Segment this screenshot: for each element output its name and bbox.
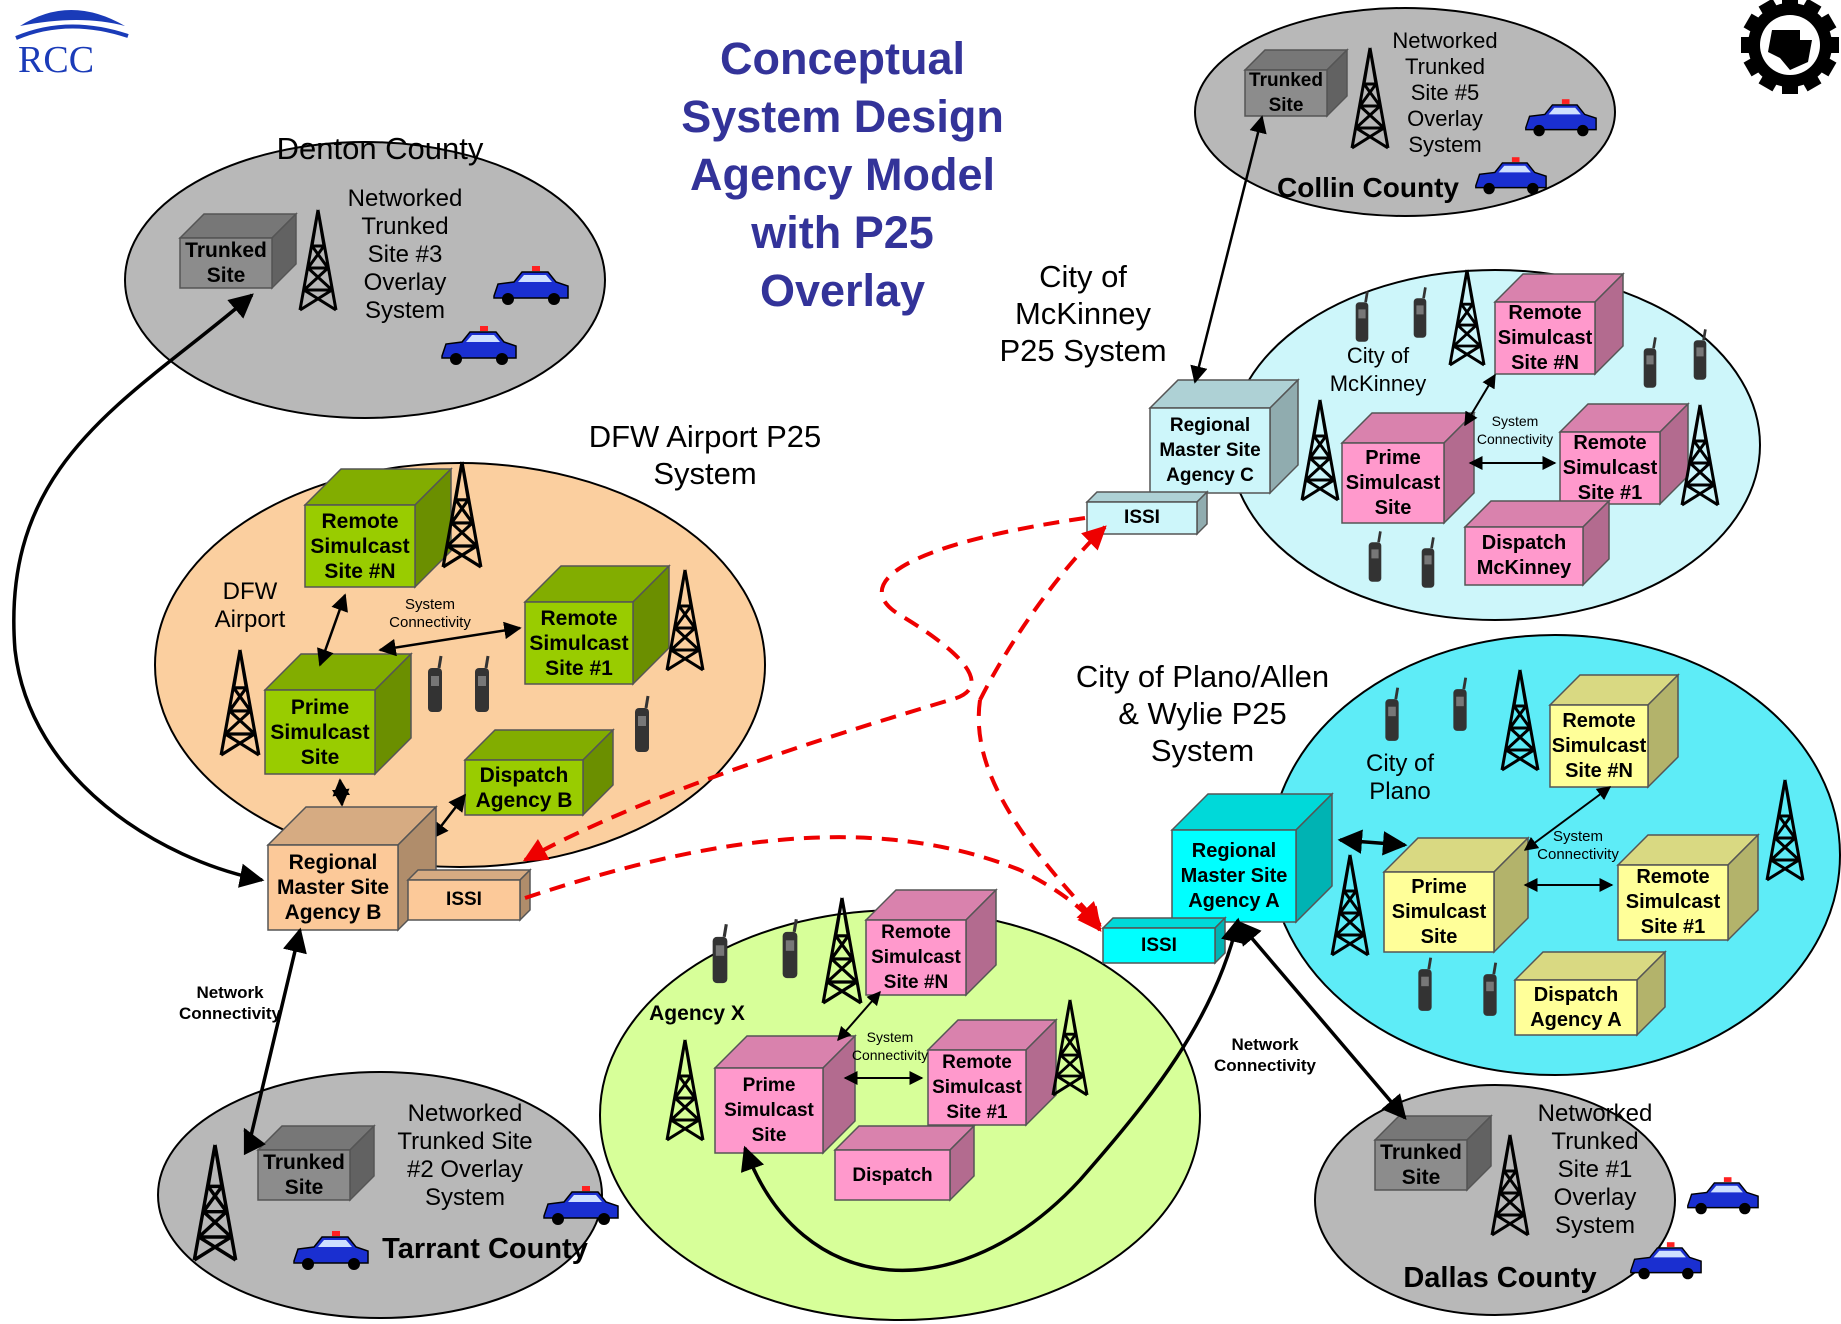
mckinney-area-label: City of McKinney — [1329, 343, 1427, 396]
denton-trunked-site-label: Trunked Site — [185, 239, 267, 287]
mckinney-regional-master — [1148, 378, 1300, 495]
tarrant-county-label: Tarrant County — [382, 1233, 588, 1265]
issi-link-mckinney-plano — [976, 699, 1102, 927]
plano-master-to-dallas-link — [1236, 920, 1407, 1120]
collin-county-label: Collin County — [1277, 172, 1459, 203]
plano-dispatch-label: Dispatch Agency A — [1530, 983, 1622, 1031]
mckinney-dispatch-label: Dispatch McKinney — [1476, 532, 1572, 579]
mckinney-link-remoten-prime — [1464, 373, 1496, 427]
plano-prime-site — [1382, 836, 1530, 954]
dallas-police-car-icon — [1687, 1176, 1759, 1215]
plano-link-master-prime — [1337, 829, 1408, 856]
denton-county-label: Denton County — [276, 131, 484, 166]
collin-to-mckinney-master-link — [1190, 115, 1267, 384]
mckinney-connectivity-label: System Connectivity — [1476, 413, 1554, 447]
mckinney-issi-label: ISSI — [1124, 507, 1160, 528]
mckinney-remote-site-1 — [1558, 402, 1690, 506]
collin-trunked-site — [1243, 48, 1349, 118]
plano-remote-site-n-label: Remote Simulcast Site #N — [1551, 709, 1647, 782]
plano-remote-site-1-label: Remote Simulcast Site #1 — [1625, 866, 1721, 938]
denton-site-text: Networked Trunked Site #3 Overlay System — [347, 185, 463, 324]
mckinney-remote-site-n — [1493, 272, 1625, 376]
dfw-regional-master — [266, 805, 438, 932]
plano-dispatch — [1513, 950, 1667, 1037]
dallas-county-label: Dallas County — [1403, 1262, 1597, 1294]
collin-site-text: Networked Trunked Site #5 Overlay System — [1392, 28, 1498, 157]
plano-regional-master-label: Regional Master Site Agency A — [1180, 839, 1288, 912]
agencyx-connectivity-label: System Connectivity — [851, 1029, 929, 1063]
dfw-remote-site-n-label: Remote Simulcast Site #N — [310, 509, 410, 583]
mckinney-prime-site — [1340, 411, 1476, 525]
agencyx-dispatch-label: Dispatch — [852, 1164, 933, 1186]
texas-state-seal-icon — [1741, 0, 1839, 94]
plano-heading: City of Plano/Allen & Wylie P25 System — [1075, 659, 1330, 768]
dfw-dispatch-label: Dispatch Agency B — [475, 763, 573, 812]
mckinney-regional-master-label: Regional Master Site Agency C — [1159, 415, 1261, 486]
dfw-remote-site-1-label: Remote Simulcast Site #1 — [529, 606, 629, 680]
dfw-heading: DFW Airport P25 System — [588, 419, 822, 491]
plano-link-remoten-prime — [1523, 786, 1612, 851]
agencyx-remote-site-n-label: Remote Simulcast Site #N — [871, 922, 961, 993]
mckinney-remote-site-1-label: Remote Simulcast Site #1 — [1562, 431, 1658, 504]
dfw-link-prime-remote1 — [378, 621, 522, 657]
dallas-site-text: Networked Trunked Site #1 Overlay System — [1537, 1100, 1653, 1239]
agencyx-radio-1 — [711, 922, 729, 985]
dallas-trunked-site — [1373, 1114, 1493, 1192]
dfw-area-label: DFW Airport — [214, 578, 286, 633]
denton-to-dfw-master-link — [12, 293, 265, 888]
issi-link-mckinney-dfw — [522, 516, 1086, 862]
mckinney-heading: City of McKinney P25 System — [999, 259, 1167, 368]
dfw-issi-label: ISSI — [446, 889, 482, 910]
mckinney-prime-site-label: Prime Simulcast Site — [1345, 446, 1441, 519]
dfw-link-remoten-prime — [317, 593, 348, 667]
dfw-remote-site-n — [303, 467, 453, 589]
plano-connectivity-label: System Connectivity — [1537, 828, 1619, 863]
dfw-dispatch — [463, 728, 615, 817]
network-connectivity-right-label: Network Connectivity — [1213, 1035, 1317, 1075]
agencyx-area-label: Agency X — [649, 1002, 745, 1025]
issi-link-dfw-plano — [524, 835, 1102, 932]
issi-link-to-mckinney — [978, 525, 1107, 701]
dfw-remote-site-1 — [523, 564, 671, 686]
denton-trunked-site — [178, 212, 298, 290]
agencyx-remote-site-1-label: Remote Simulcast Site #1 — [932, 1052, 1022, 1123]
diagram-title: Conceptual System Design Agency Model wi… — [681, 33, 1004, 316]
mckinney-remote-site-n-label: Remote Simulcast Site #N — [1497, 301, 1593, 374]
dfw-regional-master-label: Regional Master Site Agency B — [276, 851, 390, 924]
tarrant-trunked-site-label: Trunked Site — [263, 1151, 345, 1199]
dallas-trunked-site-label: Trunked Site — [1380, 1141, 1462, 1189]
dfw-connectivity-label: System Connectivity — [389, 596, 471, 631]
collin-trunked-site-label: Trunked Site — [1249, 70, 1323, 116]
plano-issi-label: ISSI — [1141, 934, 1177, 956]
network-connectivity-left-label: Network Connectivity — [178, 983, 282, 1023]
tarrant-to-dfw-master-link — [243, 927, 307, 1156]
tarrant-site-text: Networked Trunked Site #2 Overlay System — [397, 1100, 533, 1211]
dfw-prime-site — [263, 652, 413, 776]
mckinney-dispatch — [1463, 499, 1611, 587]
agencyx-prime-site-label: Prime Simulcast Site — [724, 1075, 814, 1146]
dfw-link-prime-master — [332, 778, 350, 807]
plano-remote-site-n — [1548, 673, 1680, 789]
rcc-logo-text: RCC — [18, 39, 94, 81]
mckinney-issi — [1085, 490, 1209, 536]
plano-remote-site-1 — [1616, 833, 1760, 942]
plano-prime-site-label: Prime Simulcast Site — [1391, 875, 1487, 948]
dfw-prime-site-label: Prime Simulcast Site — [270, 695, 370, 769]
plano-area-label: City of Plano — [1365, 750, 1434, 805]
dfw-link-dispatch-master — [430, 793, 467, 840]
dfw-issi — [406, 868, 532, 922]
agencyx-to-plano-master-link — [741, 917, 1245, 1272]
plano-regional-master — [1170, 792, 1334, 924]
rcc-logo: RCC — [15, 10, 129, 81]
